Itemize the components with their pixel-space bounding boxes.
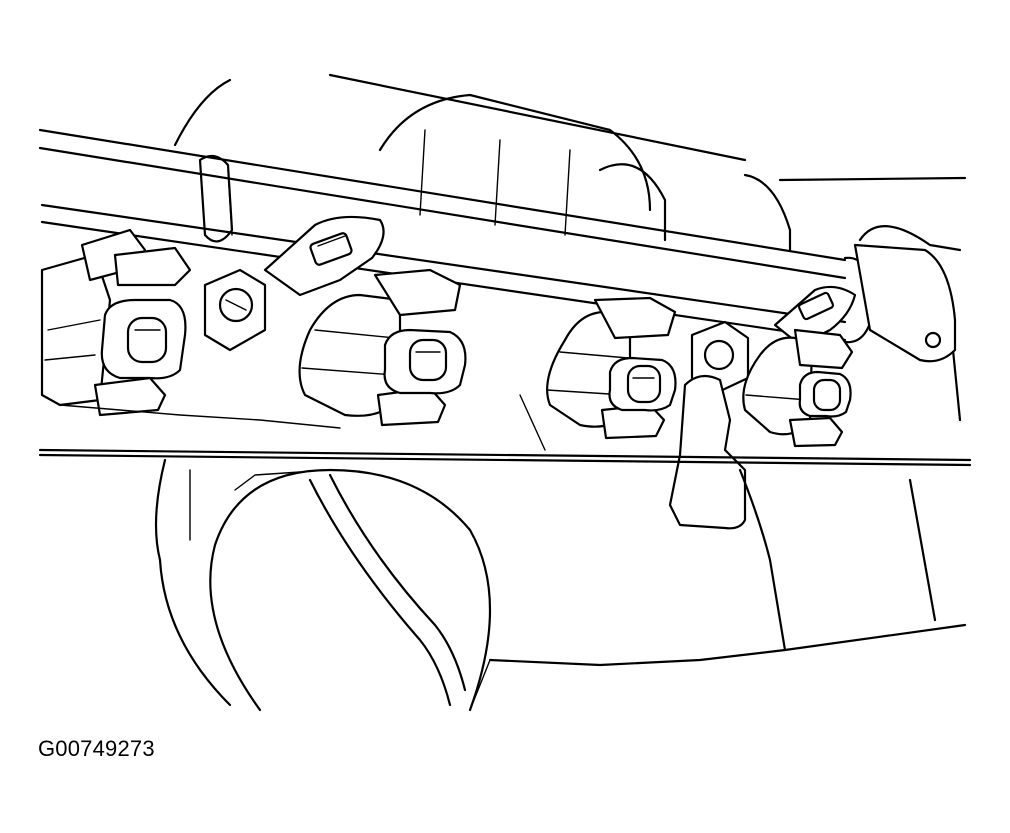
- fuel-injector-2: [298, 268, 462, 427]
- lower-bracket-strap: [668, 374, 747, 530]
- injector-connector-2: [383, 328, 467, 395]
- injector-connector-1: [100, 298, 187, 380]
- throttle-body: [154, 458, 492, 712]
- fuel-rail-illustration: [38, 73, 972, 712]
- injector-connector-3: [608, 356, 677, 412]
- fuel-injector-1: [40, 228, 192, 417]
- fuel-injector-4: [742, 328, 854, 448]
- figure-id-label: G00749273: [38, 736, 155, 761]
- rail-bolt-left: [203, 268, 267, 352]
- fuel-rail: [38, 128, 877, 344]
- rail-mounting-tab-left: [263, 215, 385, 297]
- rail-end-bracket: [853, 243, 957, 363]
- lower-intake-housing: [469, 394, 967, 711]
- injector-connector-4: [798, 370, 852, 418]
- intake-manifold-flange: [38, 404, 972, 467]
